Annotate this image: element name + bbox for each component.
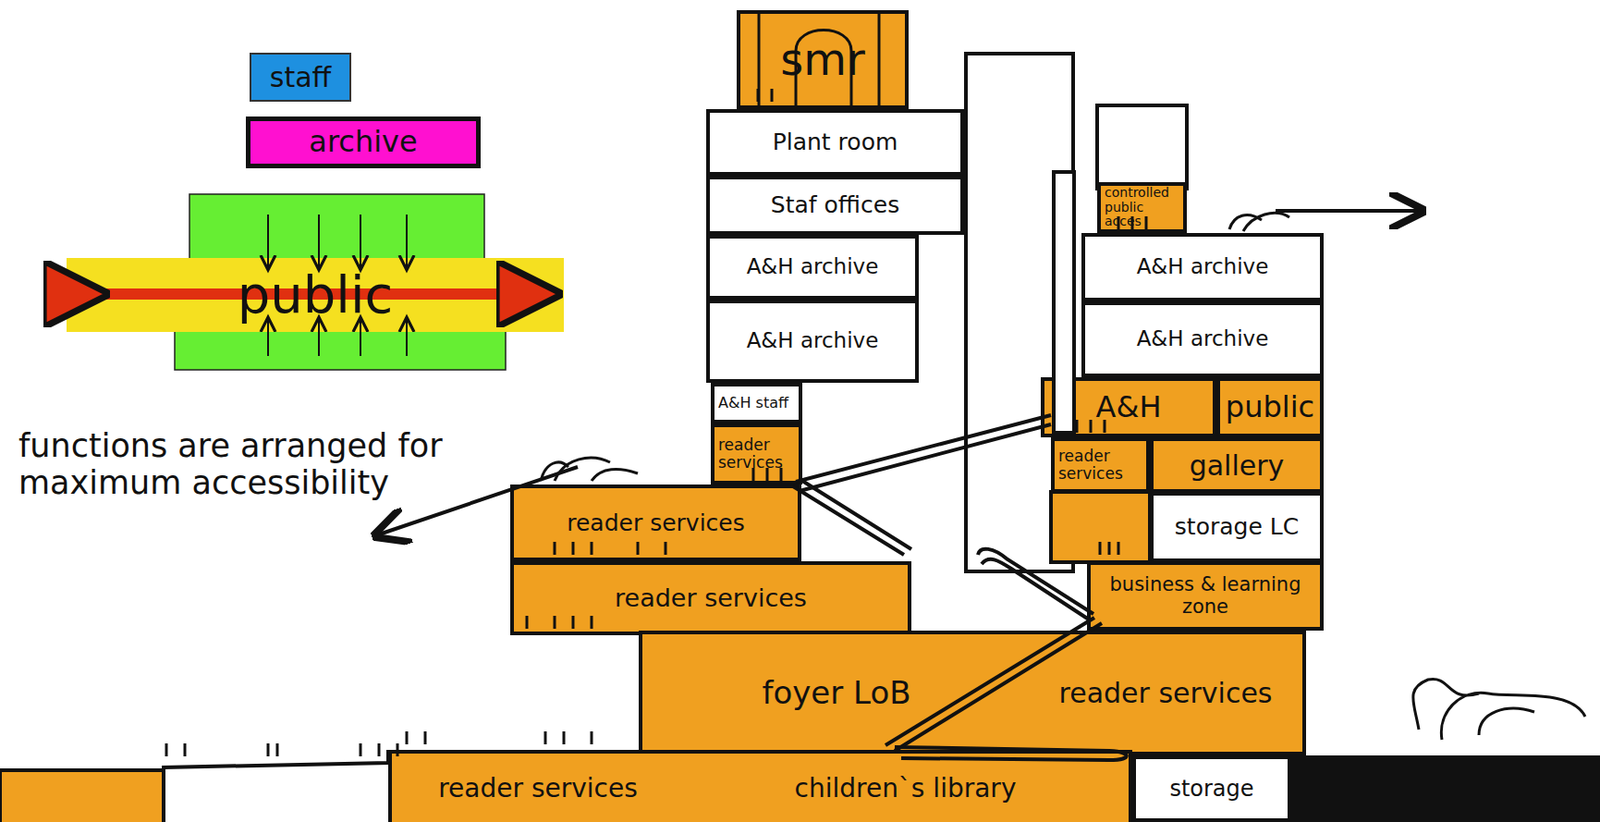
space-box: reader services: [388, 749, 684, 822]
green-band: [189, 194, 485, 261]
space-label: business & learning zone: [1090, 574, 1320, 617]
diagram-band: staff: [249, 52, 352, 102]
space-box: reader services: [1028, 630, 1307, 756]
flow-arrow: [87, 288, 541, 300]
space-label: reader services: [566, 510, 745, 537]
tree-scribble: [1413, 678, 1586, 740]
space-box: A&H archive: [706, 234, 919, 300]
space-label: reader services: [614, 584, 807, 612]
ground-line: [0, 749, 389, 770]
space-label: A&H archive: [1136, 327, 1270, 351]
space-box: controlled public acces: [1097, 182, 1187, 233]
note-text: functions are arranged for maximum acces…: [18, 427, 564, 502]
space-box: A&H archive: [1081, 301, 1324, 378]
space-box: public: [1216, 377, 1324, 438]
orange-block: [1050, 491, 1150, 562]
space-label: staff: [269, 61, 331, 93]
space-label: reader services: [718, 436, 799, 471]
space-label: A&H staff: [718, 394, 789, 412]
space-box: A&H staff: [710, 382, 803, 424]
space-box: gallery: [1149, 437, 1324, 493]
space-box: A&H archive: [1081, 232, 1324, 302]
space-label: foyer LoB: [761, 675, 911, 710]
space-box: business & learning zone: [1087, 561, 1324, 631]
space-label: A&H archive: [746, 255, 880, 279]
space-label: Staf offices: [770, 192, 900, 219]
view-arrow: [1275, 208, 1419, 213]
space-label: reader services: [438, 774, 638, 804]
view-arrow: [378, 466, 578, 535]
space-box: reader services: [710, 423, 803, 485]
space-label: Plant room: [772, 129, 899, 156]
green-band: [174, 328, 506, 370]
stairs: [793, 415, 1127, 760]
people-marks: [166, 88, 1147, 757]
space-label: archive: [308, 125, 417, 159]
space-label: A&H archive: [1136, 255, 1270, 279]
space-box: Plant room: [706, 109, 965, 176]
space-label: children`s library: [794, 774, 1017, 804]
space-label: public: [237, 266, 394, 324]
access-arrows: [268, 214, 407, 356]
space-label: reader services: [1058, 447, 1147, 482]
space-label: gallery: [1189, 450, 1285, 481]
figure-scribble: [540, 212, 1290, 481]
space-box: smr: [736, 10, 909, 110]
space-box: reader services: [1050, 437, 1150, 493]
space-box: A&H archive: [706, 299, 919, 383]
space-label: A&H: [1096, 390, 1162, 424]
space-label: public: [1225, 390, 1315, 424]
space-label: smr: [780, 35, 866, 85]
diagram-band: archive: [245, 116, 481, 169]
space-label: A&H archive: [746, 329, 880, 353]
space-label: reader services: [1059, 677, 1273, 709]
space-box: reader services: [510, 561, 912, 636]
space-label: controlled public acces: [1104, 185, 1184, 229]
ground-fill: [1291, 755, 1600, 822]
space-box: Staf offices: [706, 175, 965, 235]
lift-tube: [1053, 171, 1075, 433]
ground-block: [0, 769, 164, 822]
roof-shaft: [1097, 105, 1187, 189]
space-box: storage LC: [1149, 491, 1324, 562]
space-label: storage LC: [1174, 513, 1299, 540]
space-label: storage: [1169, 776, 1254, 801]
space-box: storage: [1132, 755, 1292, 822]
